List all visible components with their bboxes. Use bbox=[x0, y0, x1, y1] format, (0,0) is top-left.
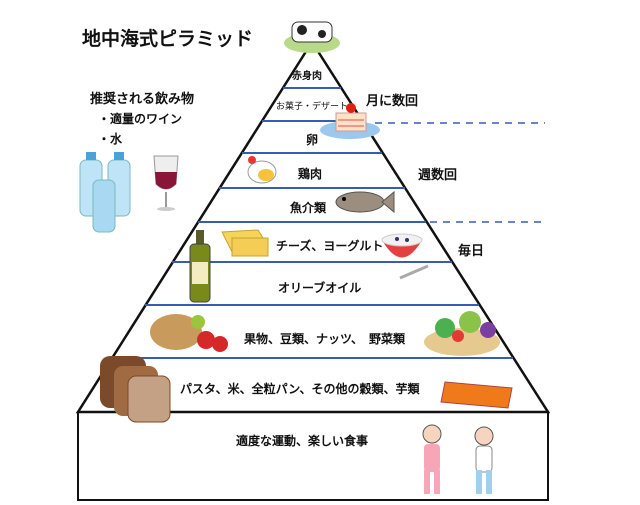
layer-label: 赤身肉 bbox=[292, 71, 322, 82]
drinks-heading: 推奨される飲み物 bbox=[90, 92, 195, 107]
layer-label: オリーブオイル bbox=[278, 281, 362, 295]
yogurt-icon bbox=[381, 233, 429, 280]
band-dividers bbox=[111, 87, 513, 359]
frequency-dividers bbox=[375, 122, 545, 223]
layer-label: チーズ、ヨーグルト bbox=[276, 239, 384, 253]
layer-label: 魚介類 bbox=[290, 201, 327, 215]
layer-label: 果物、豆類、ナッツ、 野菜類 bbox=[244, 332, 406, 346]
beef-icon bbox=[284, 21, 340, 53]
base-box bbox=[77, 411, 549, 501]
drink-item: ・水 bbox=[98, 132, 123, 146]
drink-item: ・適量のワイン bbox=[98, 112, 183, 126]
fish-icon bbox=[335, 190, 395, 214]
layer-label: 卵 bbox=[306, 133, 319, 147]
water-bottles-icon bbox=[79, 152, 131, 233]
page-title: 地中海式ピラミッド bbox=[82, 28, 254, 50]
base-label: 適度な運動、楽しい食事 bbox=[236, 434, 369, 448]
layer-label: 鶏肉 bbox=[298, 167, 323, 181]
olive-oil-icon bbox=[189, 230, 211, 303]
layer-label: パスタ、米、全粒パン、その他の穀類、芋類 bbox=[180, 382, 420, 396]
wine-glass-icon bbox=[153, 155, 179, 211]
vegetables-icon bbox=[424, 311, 500, 356]
fruit-nuts-icon bbox=[150, 314, 228, 352]
pasta-icon bbox=[440, 381, 513, 409]
cake-icon bbox=[320, 103, 380, 139]
chicken-icon bbox=[247, 156, 277, 184]
exercising-people-icon bbox=[422, 424, 494, 494]
frequency-weekly: 週数回 bbox=[418, 168, 458, 183]
frequency-monthly: 月に数回 bbox=[366, 94, 419, 109]
frequency-daily: 毎日 bbox=[458, 244, 485, 259]
cheese-icon bbox=[221, 229, 269, 257]
layer-label: お菓子・デザート bbox=[276, 102, 349, 112]
bread-icon bbox=[100, 356, 171, 423]
